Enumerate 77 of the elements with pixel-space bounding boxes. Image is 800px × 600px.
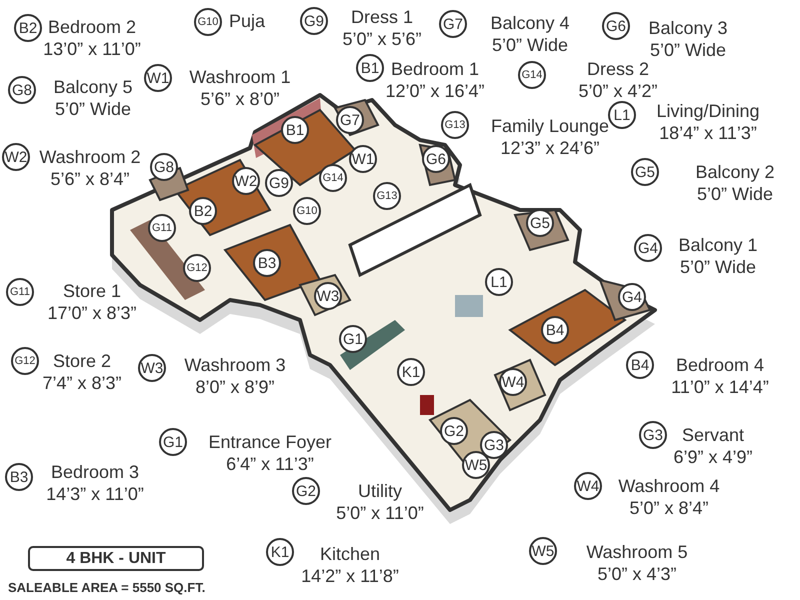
room-name: Balcony 2: [695, 163, 775, 183]
room-size: 5’0” Wide: [54, 100, 132, 120]
key-callout: G8: [8, 76, 36, 104]
room-size: 5’6” x 8’0”: [200, 90, 280, 110]
room-name: Kitchen: [320, 545, 380, 565]
room-name: Balcony 1: [678, 236, 758, 256]
room-size: 5’0” Wide: [492, 36, 568, 56]
key-callout: B1: [356, 54, 384, 82]
room-size: 14’2” x 11’8”: [301, 567, 399, 587]
room-size: 11’0” x 14’4”: [671, 378, 769, 398]
room-size: 5’0” Wide: [650, 41, 726, 61]
key-callout: G6: [602, 12, 630, 40]
key-callout: B4: [626, 351, 654, 379]
key-callout: G3: [639, 421, 667, 449]
area-note: SALEABLE AREA = 5550 SQ.FT.: [8, 580, 206, 595]
room-name: Balcony 3: [648, 19, 728, 39]
room-size: 6’9” x 4’9”: [673, 448, 753, 468]
key-callout: G12: [11, 347, 39, 375]
key-callout: G4: [634, 234, 662, 262]
room-name: Bedroom 2: [48, 18, 136, 38]
room-size: 5’0” x 11’0”: [336, 504, 424, 524]
room-name: Balcony 4: [490, 14, 570, 34]
room-size: 6’4” x 11’3”: [226, 455, 314, 475]
room-name: Servant: [682, 426, 744, 446]
room-size: 12’3” x 24’6”: [500, 139, 600, 159]
room-size: 5’6” x 8’4”: [50, 170, 130, 190]
room-name: Balcony 5: [53, 78, 133, 98]
room-name: Family Lounge: [490, 117, 610, 137]
room-size: 5’0” Wide: [696, 185, 774, 205]
room-size: 14’3” x 11’0”: [46, 485, 144, 505]
room-name: Washroom 3: [184, 356, 286, 376]
key-callout: G11: [6, 278, 34, 306]
room-size: 8’0” x 8’9”: [195, 378, 275, 398]
key-callout: G7: [439, 10, 467, 38]
room-size: 5’0” x 5’6”: [342, 30, 422, 50]
room-name: Washroom 2: [39, 148, 141, 168]
key-callout: B2: [14, 14, 42, 42]
key-callout: W3: [138, 354, 166, 382]
unit-type-box: 4 BHK - UNIT: [28, 546, 204, 571]
room-size: 17’0” x 8’3”: [47, 304, 137, 324]
room-size: 5’0” x 8’4”: [629, 499, 709, 519]
key-callout: G5: [631, 158, 659, 186]
room-name: Bedroom 4: [676, 356, 764, 376]
key-callout: G9: [300, 7, 328, 35]
key-callout: B3: [5, 463, 33, 491]
room-name: Washroom 1: [189, 68, 291, 88]
room-name: Store 2: [52, 352, 112, 372]
room-name: Utility: [358, 482, 402, 502]
room-name: Puja: [228, 12, 266, 32]
room-callout: G8: [150, 153, 178, 181]
key-callout: W2: [2, 143, 30, 171]
room-name: Store 1: [62, 282, 122, 302]
key-callout: G10: [194, 8, 222, 36]
room-name: Bedroom 1: [390, 60, 480, 80]
room-size: 13’0” x 11’0”: [43, 40, 141, 60]
key-callout: W5: [529, 537, 557, 565]
room-name: Washroom 5: [586, 543, 688, 563]
key-callout: W1: [144, 64, 172, 92]
key-callout: L1: [608, 101, 636, 129]
room-size: 18’4” x 11’3”: [659, 124, 757, 144]
key-callout: G2: [292, 477, 320, 505]
key-callout: G14: [518, 61, 546, 89]
key-callout: K1: [266, 538, 294, 566]
room-size: 12’0” x 16’4”: [385, 82, 485, 102]
key-callout: G13: [441, 111, 469, 139]
room-name: Entrance Foyer: [208, 433, 332, 453]
key-callout: W4: [574, 472, 602, 500]
room-size: 5’0” Wide: [680, 258, 756, 278]
room-name: Dress 2: [587, 60, 649, 80]
room-name: Bedroom 3: [50, 463, 140, 483]
room-size: 5’0” x 4’3”: [597, 565, 677, 585]
room-size: 7’4” x 8’3”: [42, 374, 122, 394]
room-name: Living/Dining: [656, 102, 760, 122]
key-callout: G1: [159, 428, 187, 456]
room-name: Dress 1: [351, 8, 413, 28]
room-name: Washroom 4: [618, 477, 720, 497]
room-size: 5’0” x 4’2”: [578, 82, 658, 102]
